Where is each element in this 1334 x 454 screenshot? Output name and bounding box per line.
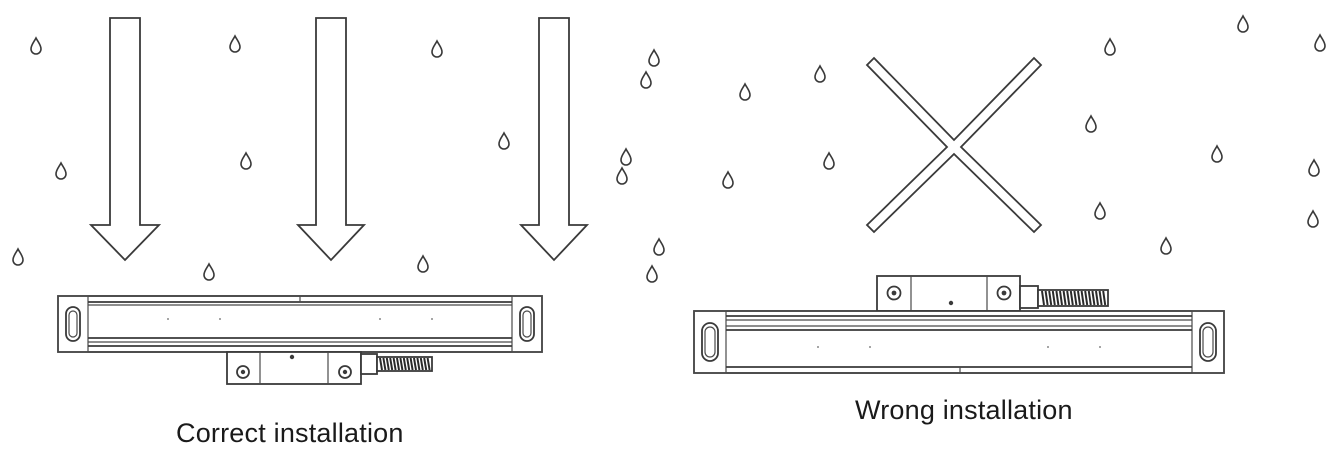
water-drop-icon: [229, 34, 241, 53]
cable-spring: [376, 356, 433, 372]
water-drop-icon: [1104, 37, 1116, 56]
water-drop-icon: [722, 170, 734, 189]
water-drop-icon: [12, 247, 24, 266]
linear-scale: [693, 310, 1225, 374]
water-drop-icon: [30, 36, 42, 55]
water-drop-icon: [1160, 236, 1172, 255]
water-drop-icon: [653, 237, 665, 256]
water-drops: [616, 14, 1326, 283]
water-drop-icon: [823, 151, 835, 170]
wrong-installation-panel: [616, 14, 1326, 374]
cable-spring: [1037, 289, 1109, 307]
water-drop-icon: [620, 147, 632, 166]
water-drop-icon: [1308, 158, 1320, 177]
down-arrow-icon: [88, 17, 162, 262]
water-drop-icon: [1094, 201, 1106, 220]
caption-correct-installation: Correct installation: [176, 418, 404, 448]
water-drop-icon: [1237, 14, 1249, 33]
water-drop-icon: [739, 82, 751, 101]
water-drop-icon: [240, 151, 252, 170]
correct-installation-panel: [12, 17, 590, 385]
water-drop-icon: [203, 262, 215, 281]
water-drop-icon: [640, 70, 652, 89]
water-drops: [12, 34, 510, 281]
water-drop-icon: [1085, 114, 1097, 133]
water-drop-icon: [498, 131, 510, 150]
water-drop-icon: [814, 64, 826, 83]
water-drop-icon: [616, 166, 628, 185]
water-drop-icon: [417, 254, 429, 273]
caption-wrong-installation: Wrong installation: [855, 395, 1073, 425]
water-drop-icon: [646, 264, 658, 283]
reading-head: [226, 351, 433, 385]
water-drop-icon: [648, 48, 660, 67]
linear-scale: [57, 295, 543, 353]
water-drop-icon: [1307, 209, 1319, 228]
water-drop-icon: [431, 39, 443, 58]
down-arrow-icon: [518, 17, 590, 262]
water-drop-icon: [1211, 144, 1223, 163]
water-drop-icon: [55, 161, 67, 180]
down-arrow-icon: [295, 17, 367, 262]
water-drop-icon: [1314, 33, 1326, 52]
reading-head: [876, 275, 1109, 312]
cross-icon: [865, 56, 1043, 234]
